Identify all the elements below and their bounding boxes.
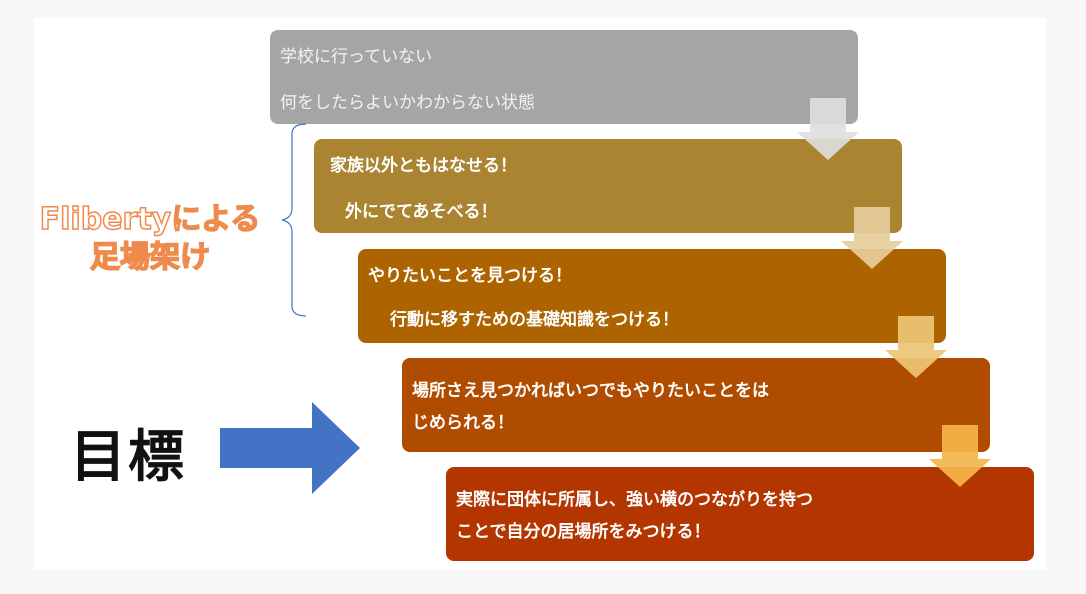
step-text: 場所さえ見つかればいつでもやりたいことをは (412, 381, 769, 401)
down-arrow-icon (797, 98, 859, 160)
step-box: 場所さえ見つかればいつでもやりたいことをはじめられる！ (402, 358, 990, 452)
step-box: やりたいことを見つける！ 行動に移すための基礎知識をつける！ (358, 249, 946, 343)
step-text: 学校に行っていない (280, 47, 433, 67)
down-arrow-icon (885, 316, 947, 378)
scaffold-label-line1: Flibertyによる (39, 201, 261, 238)
down-arrow-icon (841, 207, 903, 269)
scaffold-label-line2: 足場架け (89, 239, 211, 276)
step-box: 学校に行っていない何をしたらよいかわからない状態 (270, 30, 858, 124)
step-text: 何をしたらよいかわからない状態 (280, 93, 535, 113)
step-box: 実際に団体に所属し、強い横のつながりを持つことで自分の居場所をみつける！ (446, 467, 1034, 561)
step-box: 家族以外ともはなせる！ 外にでてあそべる！ (314, 139, 902, 233)
down-arrow-icon (929, 425, 991, 487)
step-text: じめられる！ (412, 413, 514, 433)
goal-arrow-icon (220, 402, 360, 494)
bracket (281, 123, 307, 317)
goal-label: 目標 (70, 425, 186, 490)
step-text: やりたいことを見つける！ (368, 266, 572, 286)
step-text: 家族以外ともはなせる！ (330, 156, 517, 176)
step-text: ことで自分の居場所をみつける！ (456, 522, 711, 542)
step-text: 実際に団体に所属し、強い横のつながりを持つ (456, 490, 813, 510)
step-text: 行動に移すための基礎知識をつける！ (390, 310, 679, 330)
step-text: 外にでてあそべる！ (345, 202, 498, 222)
